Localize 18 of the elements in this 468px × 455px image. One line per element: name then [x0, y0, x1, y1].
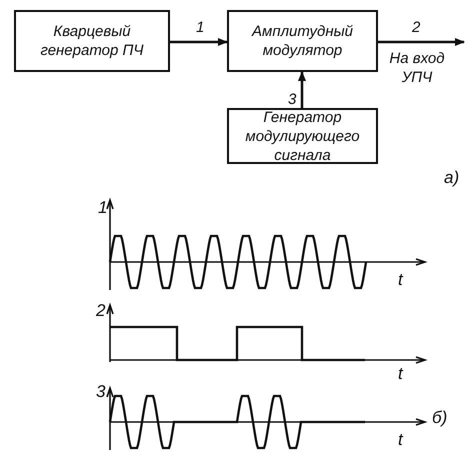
- axis-label: 3: [96, 384, 106, 400]
- edge-label: 3: [288, 92, 296, 108]
- process-box: Генератор модулирующего сигнала: [227, 108, 378, 164]
- section-label: б): [432, 410, 448, 426]
- arrow: [170, 38, 228, 46]
- output-text: На вход УПЧ: [382, 48, 452, 88]
- process-box: Кварцевый генератор ПЧ: [14, 10, 170, 72]
- axis-label: t: [398, 366, 403, 382]
- edge-label: 1: [196, 20, 204, 36]
- section-label: а): [444, 170, 460, 186]
- axis-label: t: [398, 432, 403, 448]
- edge-label: 2: [412, 20, 420, 36]
- process-box: Амплитудный модулятор: [227, 10, 378, 72]
- arrow: [378, 38, 465, 46]
- axis-label: t: [398, 272, 403, 288]
- arrow: [298, 71, 306, 108]
- axis-label: 1: [98, 200, 108, 216]
- axis-label: 2: [96, 303, 106, 319]
